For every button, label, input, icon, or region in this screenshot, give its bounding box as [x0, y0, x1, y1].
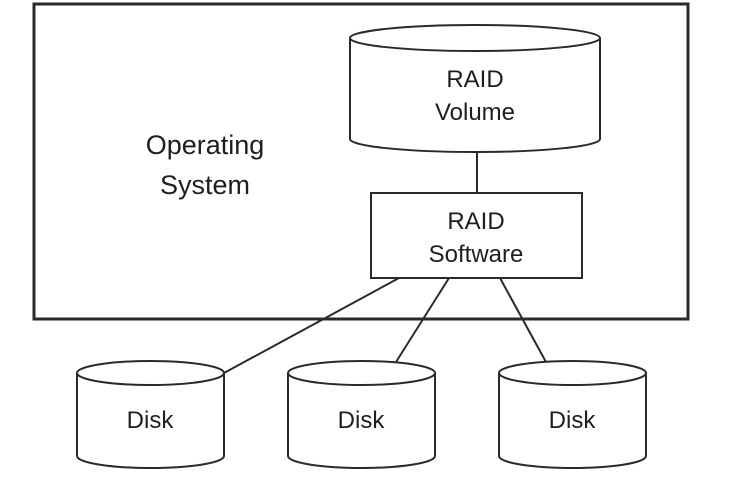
disk-label: Disk	[338, 407, 386, 434]
raid-software-box: RAID Software	[370, 192, 583, 279]
raid-software-label-line1: RAID	[447, 208, 504, 235]
operating-system-label-line2: System	[160, 170, 250, 200]
raid-volume-label-line1: RAID	[446, 66, 503, 93]
operating-system-label-line1: Operating	[146, 130, 265, 160]
raid-volume-label-line2: Volume	[435, 99, 515, 126]
connector-software-disk-1	[223, 277, 400, 374]
disk-cylinder: Disk	[287, 360, 436, 469]
operating-system-box	[32, 2, 690, 321]
disk-cylinder: Disk	[498, 360, 647, 469]
connector-software-disk-2	[395, 277, 450, 363]
connector-software-disk-3	[499, 277, 547, 363]
disk-cylinder: Disk	[76, 360, 225, 469]
raid-volume-cylinder: RAID Volume	[349, 24, 601, 153]
disk-label: Disk	[549, 407, 597, 434]
disk-label: Disk	[127, 407, 175, 434]
raid-software-label-line2: Software	[429, 241, 524, 268]
